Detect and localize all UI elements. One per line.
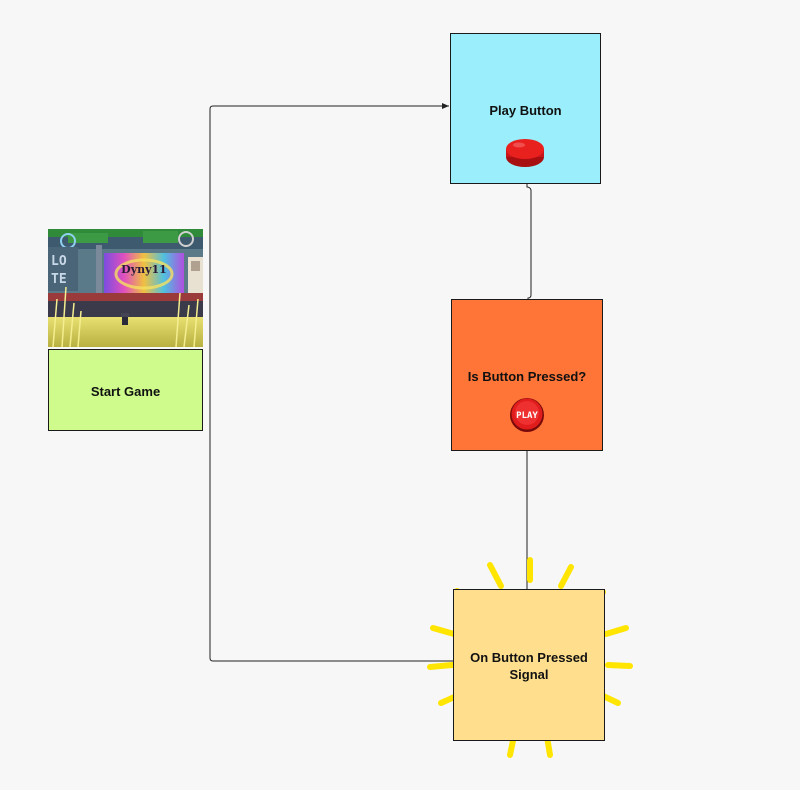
signal-node-label-line1: On Button Pressed [470, 650, 588, 665]
game-screenshot-image: LO TE Dyny11 [48, 229, 203, 347]
start-game-node-label: Start Game [90, 384, 161, 399]
on-button-pressed-signal-node[interactable]: On Button Pressed Signal [453, 589, 605, 741]
play-button-node-label: Play Button [489, 103, 562, 118]
start-game-node[interactable]: Start Game [48, 349, 203, 431]
play-badge-icon: PLAY [510, 398, 544, 432]
connector-play-to-pressed [526, 184, 532, 299]
play-badge-text: PLAY [516, 411, 538, 421]
red-button-icon [506, 139, 544, 167]
is-button-pressed-node-label: Is Button Pressed? [467, 369, 587, 384]
game-sign-text: Dyny11 [121, 263, 167, 276]
is-button-pressed-node[interactable]: Is Button Pressed? PLAY [451, 299, 603, 451]
pixel-sign-left-text-2: TE [51, 272, 67, 287]
signal-node-label-line2: Signal [509, 667, 549, 682]
signal-node-label: On Button Pressed Signal [454, 649, 604, 683]
connector-signal-to-play [209, 103, 453, 662]
pixel-sign-left-text: LO [51, 254, 67, 269]
play-button-node[interactable]: Play Button [450, 33, 601, 184]
